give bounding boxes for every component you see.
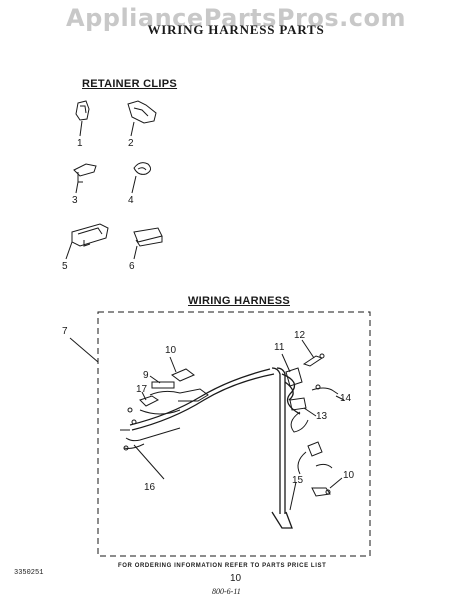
callout-harness-11: 11 xyxy=(274,342,285,353)
callout-clip-4: 4 xyxy=(128,195,134,206)
retainer-clip-4 xyxy=(131,162,152,194)
callout-harness-12: 12 xyxy=(294,330,306,341)
terminal-12 xyxy=(301,339,325,367)
callout-harness-15: 15 xyxy=(292,475,304,486)
part-code: 3350251 xyxy=(14,569,44,577)
terminal-10-bottom xyxy=(311,463,343,497)
callout-clip-1: 1 xyxy=(77,138,83,149)
handwritten-note: 800-6-11 xyxy=(212,587,241,596)
callout-harness-14: 14 xyxy=(340,393,352,404)
ordering-note: FOR ORDERING INFORMATION REFER TO PARTS … xyxy=(118,563,327,569)
watermark: AppliancePartsPros.com xyxy=(66,4,406,32)
connector-9 xyxy=(149,375,175,389)
connector-15 xyxy=(289,441,323,511)
retainer-clip-3 xyxy=(73,163,97,194)
callout-clip-3: 3 xyxy=(72,195,78,206)
retainer-clip-6 xyxy=(133,227,163,260)
retainer-clips-heading: RETAINER CLIPS xyxy=(82,78,178,90)
callout-harness-10b: 10 xyxy=(343,470,355,481)
callout-clip-2: 2 xyxy=(128,138,134,149)
callout-harness-16: 16 xyxy=(144,482,156,493)
harness-enclosure xyxy=(97,311,371,557)
main-harness xyxy=(129,367,301,529)
callout-harness-9: 9 xyxy=(143,370,149,381)
retainer-clip-5 xyxy=(65,223,109,260)
left-branch xyxy=(120,388,209,480)
retainer-clip-2 xyxy=(127,100,157,137)
callout-harness-13: 13 xyxy=(316,411,328,422)
page-number: 10 xyxy=(230,573,242,584)
page-title: WIRING HARNESS PARTS xyxy=(147,22,325,37)
wiring-harness-heading: WIRING HARNESS xyxy=(188,295,290,307)
callout-harness-17: 17 xyxy=(136,384,148,395)
retainer-clip-1 xyxy=(75,100,90,137)
callout-clip-5: 5 xyxy=(62,261,68,272)
connector-13 xyxy=(289,397,317,433)
callout-harness-10: 10 xyxy=(165,345,177,356)
terminal-14 xyxy=(311,384,345,401)
callout-harness-7: 7 xyxy=(62,326,68,337)
connector-17 xyxy=(139,391,159,407)
callout-clip-6: 6 xyxy=(129,261,135,272)
connector-10-top xyxy=(169,356,195,382)
connector-11 xyxy=(281,353,303,387)
